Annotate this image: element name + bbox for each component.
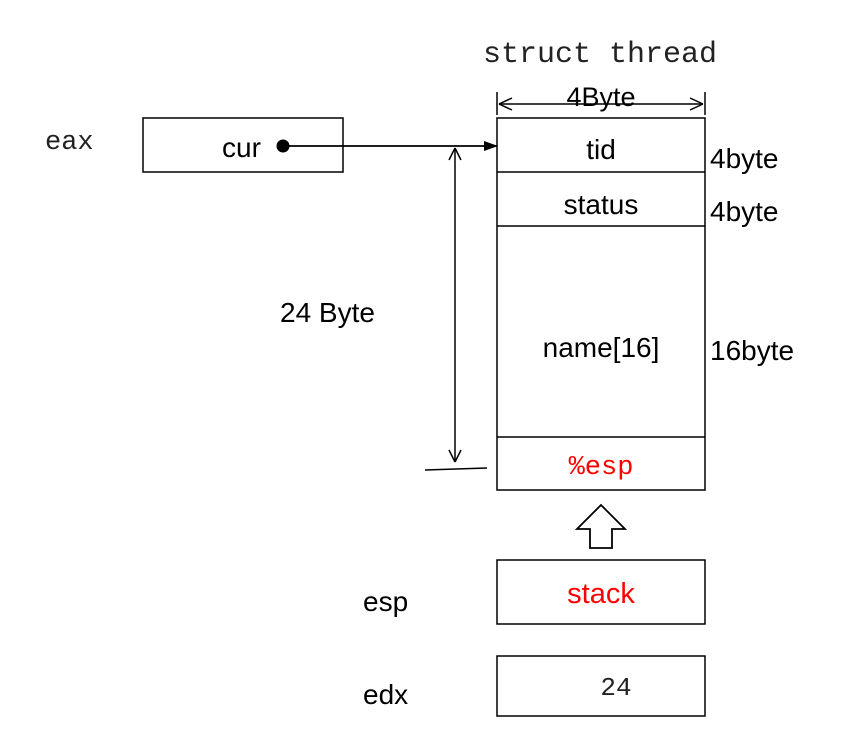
edx-label: edx bbox=[363, 679, 408, 710]
size-status: 4byte bbox=[710, 196, 779, 227]
width-dimension bbox=[496, 92, 706, 115]
size-name: 16byte bbox=[710, 335, 794, 366]
span-label: 24 Byte bbox=[280, 297, 375, 328]
field-esp: %esp bbox=[569, 453, 634, 483]
field-status: status bbox=[564, 189, 639, 220]
eax-value: cur bbox=[222, 132, 261, 163]
eax-box bbox=[142, 117, 344, 173]
esp-label: esp bbox=[363, 586, 408, 617]
field-name: name[16] bbox=[543, 332, 660, 363]
esp-value: stack bbox=[567, 578, 635, 610]
edx-value: 24 bbox=[600, 673, 631, 703]
width-label: 4Byte bbox=[566, 82, 635, 112]
struct-box bbox=[496, 117, 706, 491]
struct-title: struct thread bbox=[483, 38, 717, 72]
size-tid: 4byte bbox=[710, 143, 779, 174]
up-arrow-icon bbox=[574, 503, 628, 549]
edx-box bbox=[496, 655, 706, 717]
esp-box bbox=[496, 559, 706, 625]
pointer-dot bbox=[276, 139, 290, 153]
field-tid: tid bbox=[586, 134, 616, 165]
span-24-arrow bbox=[424, 147, 488, 471]
eax-label: eax bbox=[45, 128, 94, 158]
